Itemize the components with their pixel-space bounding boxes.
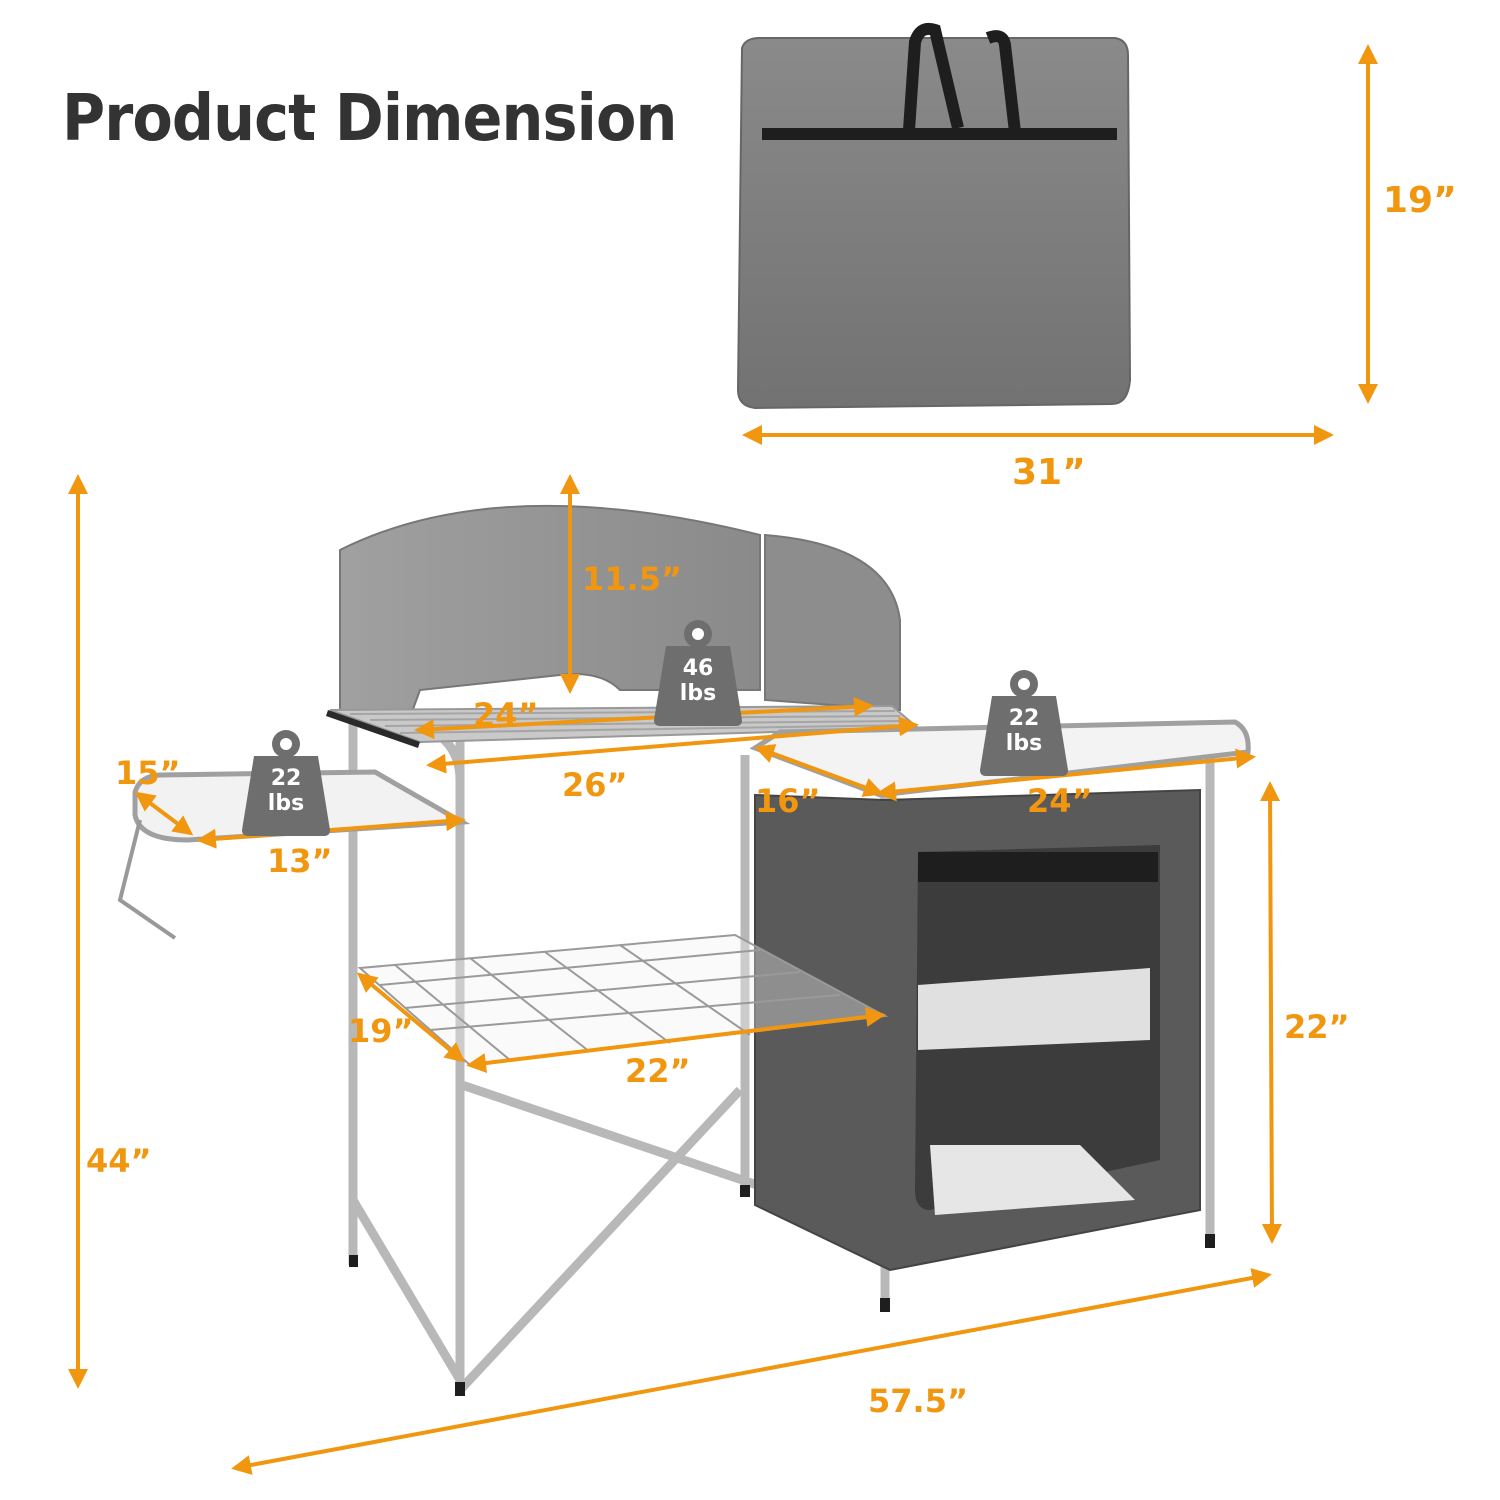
overall-length-label: 57.5”: [868, 1382, 968, 1420]
overall-height-label: 44”: [86, 1142, 152, 1180]
weight-icon: [980, 670, 1068, 776]
weight-icon: [242, 730, 330, 836]
weight-value: 22: [1008, 706, 1040, 731]
left-table-depth-label: 15”: [115, 754, 181, 792]
windscreen-height-label: 11.5”: [582, 560, 682, 598]
lower-shelf-width-label: 22”: [625, 1052, 691, 1090]
bag-height-label: 19”: [1383, 180, 1457, 221]
storage-cabinet: [754, 788, 1201, 1272]
grill-outer-width-label: 26”: [562, 766, 628, 804]
dimension-arrows: [68, 474, 1282, 1475]
weight-unit: lbs: [1005, 731, 1043, 756]
bag-width-label: 31”: [1012, 452, 1086, 493]
weight-icon: [654, 620, 742, 726]
weight-unit: lbs: [679, 681, 717, 706]
grill-inner-width-label: 24”: [473, 696, 539, 734]
windscreen: [339, 504, 901, 713]
page-title: Product Dimension: [62, 82, 677, 156]
carry-bag: [736, 22, 1132, 410]
cabinet-height-label: 22”: [1284, 1008, 1350, 1046]
weight-value: 22: [270, 766, 302, 791]
right-table-width-label: 24”: [1027, 782, 1093, 820]
right-table-depth-label: 16”: [755, 782, 821, 820]
lower-shelf-depth-label: 19”: [348, 1012, 414, 1050]
weight-unit: lbs: [267, 791, 305, 816]
left-table-width-label: 13”: [267, 842, 333, 880]
weight-value: 46: [682, 656, 714, 681]
